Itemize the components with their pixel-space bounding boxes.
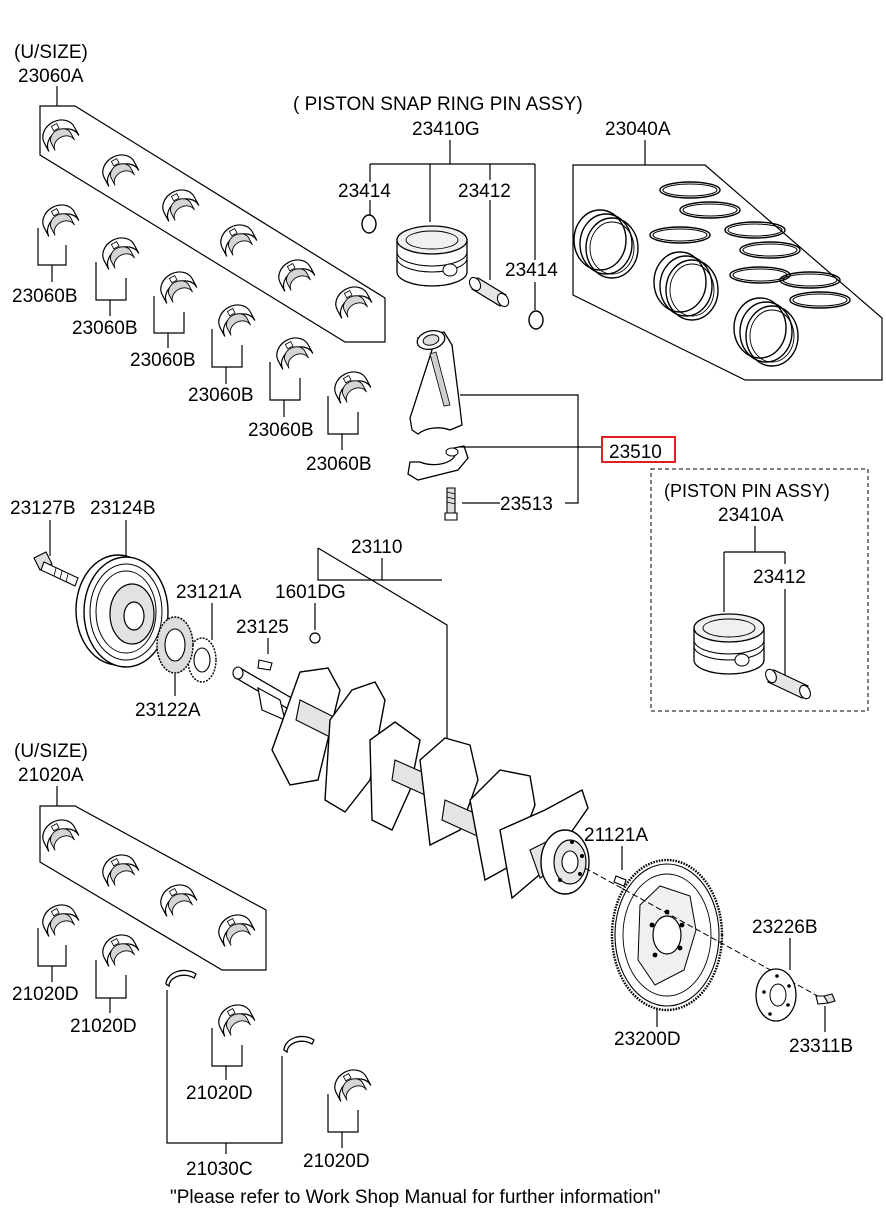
lower-bearing-tray — [39, 805, 267, 971]
piston-ring-tray — [572, 164, 883, 381]
part-23060B-label-2: 23060B — [72, 318, 138, 339]
upper-bearing-set — [37, 113, 374, 321]
part-23127B-label: 23127B — [10, 498, 76, 519]
part-23124B-label: 23124B — [90, 498, 156, 519]
part-23040A-label: 23040A — [605, 119, 671, 140]
part-23200D-label: 23200D — [614, 1029, 681, 1050]
piston-pin-upper — [468, 276, 510, 308]
piston-pin-assy-box — [650, 468, 869, 712]
part-23125-label: 23125 — [236, 617, 289, 638]
part-23410G-leader — [369, 140, 536, 260]
lower-bearing-set — [37, 813, 257, 949]
upper-bearing-shell-3 — [153, 265, 199, 348]
plug-1601DG — [309, 632, 321, 644]
part-23510-highlight-box[interactable] — [601, 436, 676, 463]
woodruff-key — [257, 659, 273, 671]
piston-lower — [693, 613, 765, 675]
connecting-rod-leader — [460, 394, 602, 504]
part-23121A-label: 23121A — [176, 582, 242, 603]
lower-bearing-shell-1 — [37, 898, 81, 982]
lower-bearing-shell-3 — [211, 998, 257, 1080]
part-21020D-label-3: 21020D — [186, 1083, 253, 1104]
part-23412-label-a: 23412 — [458, 181, 511, 202]
crankshaft-pulley — [75, 554, 169, 668]
part-21030C-leader — [166, 990, 283, 1154]
part-21030C-label: 21030C — [186, 1159, 253, 1180]
part-23060B-label-3: 23060B — [130, 350, 196, 371]
upper-bearing-shell-2 — [95, 231, 141, 316]
crankshaft — [232, 666, 590, 900]
part-21121A-label: 21121A — [584, 825, 648, 846]
part-23122A-label: 23122A — [135, 700, 201, 721]
piston-pin-lower — [765, 668, 811, 700]
part-23412-label-b: 23412 — [753, 567, 806, 588]
connecting-rod-bolt — [444, 487, 458, 521]
part-23410A-label: 23410A — [718, 505, 784, 526]
workshop-manual-note: "Please refer to Work Shop Manual for fu… — [170, 1187, 660, 1208]
flywheel — [610, 858, 724, 1012]
thrust-washer-left — [165, 969, 197, 988]
part-23414-label-b: 23414 — [505, 260, 558, 281]
upper-bearing-tray — [39, 105, 386, 343]
flywheel-bolt — [815, 993, 836, 1005]
piston-snap-ring-pin-assy-label: ( PISTON SNAP RING PIN ASSY) — [293, 94, 583, 115]
part-23060A-label: 23060A — [18, 66, 84, 87]
part-23110-label: 23110 — [351, 537, 402, 558]
snap-ring-left — [361, 214, 377, 234]
part-23060B-label-1: 23060B — [12, 286, 78, 307]
crank-sprocket-23121A — [187, 637, 217, 683]
part-23060B-label-5: 23060B — [248, 420, 314, 441]
dowel-pin — [613, 875, 627, 887]
upper-bearing-shell-4 — [211, 298, 257, 384]
part-23226B-label: 23226B — [752, 917, 818, 938]
piston-upper — [396, 225, 468, 287]
upper-usize-label: (U/SIZE) — [14, 42, 88, 63]
part-21020D-label-4: 21020D — [303, 1151, 370, 1172]
pulley-bolt — [33, 551, 79, 587]
lower-bearing-shell-4 — [327, 1063, 373, 1148]
piston-pin-assy-label: (PISTON PIN ASSY) — [664, 481, 830, 501]
part-21020A-label: 21020A — [18, 765, 84, 786]
connecting-rod — [409, 329, 463, 435]
part-21020D-label-2: 21020D — [70, 1016, 137, 1037]
crank-sprocket-23122A — [156, 616, 194, 674]
lower-usize-label: (U/SIZE) — [14, 741, 88, 762]
part-23513-label: 23513 — [500, 494, 553, 515]
upper-bearing-shell-6 — [327, 365, 373, 450]
lower-bearing-shell-2 — [95, 928, 141, 1013]
thrust-washer-right — [283, 1035, 315, 1054]
part-23110-leader — [317, 547, 448, 740]
upper-bearing-shell-1 — [37, 198, 81, 282]
part-1601DG-label: 1601DG — [275, 582, 346, 603]
part-23414-label-a: 23414 — [338, 181, 391, 202]
part-23060B-label-4: 23060B — [188, 385, 254, 406]
snap-ring-right — [528, 310, 544, 330]
piston-ring-set — [573, 181, 851, 367]
part-21020D-label-1: 21020D — [12, 984, 79, 1005]
upper-bearing-shell-5 — [269, 331, 315, 417]
part-23410G-label: 23410G — [412, 119, 480, 140]
flywheel-spacer-plate — [755, 968, 797, 1022]
part-23510-label[interactable]: 23510 — [609, 442, 662, 463]
connecting-rod-cap — [407, 445, 469, 481]
part-23311B-label: 23311B — [789, 1036, 853, 1057]
part-23060B-label-6: 23060B — [306, 454, 372, 475]
